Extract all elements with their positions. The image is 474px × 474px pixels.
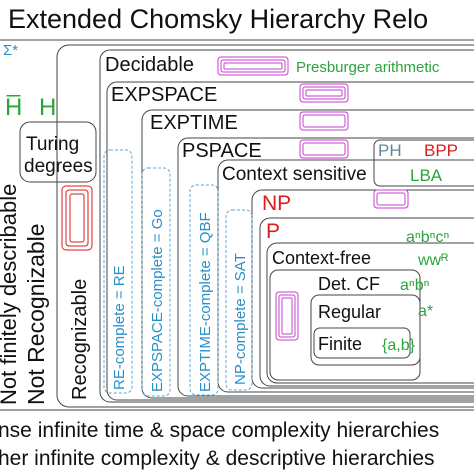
expspace-label: EXPSPACE bbox=[111, 84, 217, 106]
re-complete-label: RE-complete = RE bbox=[111, 265, 128, 390]
a-star-label: a* bbox=[418, 303, 433, 320]
decidable-label: Decidable bbox=[105, 54, 194, 76]
context-free-box bbox=[266, 242, 474, 384]
p-label: P bbox=[266, 220, 280, 243]
ph-label: PH bbox=[378, 141, 402, 160]
sigma-star-label: Σ* bbox=[3, 42, 18, 59]
not-finitely-describable-label: Not finitely describable bbox=[0, 184, 21, 405]
turing-degrees-box bbox=[19, 121, 97, 183]
wwr-label: wwᴿ bbox=[417, 252, 448, 269]
pspace-label: PSPACE bbox=[182, 140, 262, 162]
exptime-label: EXPTIME bbox=[150, 112, 238, 134]
np-label: NP bbox=[262, 192, 291, 215]
re-complete-box bbox=[103, 149, 133, 394]
footer-line-1: nse infinite time & space complexity hie… bbox=[0, 419, 439, 442]
stack-icon bbox=[61, 185, 93, 251]
pspace-complete-label: NP-complete = SAT bbox=[232, 253, 249, 385]
not-recognizable-label: Not Recognizable bbox=[23, 223, 49, 405]
ab-set-label: {a,b} bbox=[382, 337, 416, 354]
expspace-complete-box bbox=[141, 167, 171, 397]
recognizable-box bbox=[56, 44, 474, 408]
regular-label: Regular bbox=[318, 302, 381, 322]
context-free-label: Context-free bbox=[272, 248, 371, 268]
expspace-complete-label: EXPSPACE-complete = Go bbox=[149, 209, 166, 392]
det-cf-label: Det. CF bbox=[318, 274, 380, 294]
decidable-box bbox=[99, 49, 474, 403]
stack-icon bbox=[275, 291, 299, 341]
sigma-star-box bbox=[0, 39, 474, 411]
anbncn-label: aⁿbⁿcⁿ bbox=[406, 229, 449, 246]
expspace-box bbox=[106, 81, 474, 401]
lba-label: LBA bbox=[410, 166, 443, 185]
finite-box bbox=[313, 327, 411, 359]
pspace-box bbox=[177, 137, 474, 397]
h-label: H bbox=[39, 94, 56, 121]
turing-degrees-line2: degrees bbox=[24, 156, 93, 177]
regular-box bbox=[310, 294, 421, 366]
stack-icon bbox=[299, 111, 349, 131]
pspace-complete-box bbox=[225, 209, 253, 391]
stack-icon bbox=[299, 83, 349, 103]
presburger-label: Presburger arithmetic bbox=[296, 59, 440, 76]
context-sensitive-label: Context sensitive bbox=[222, 164, 367, 185]
exptime-complete-label: EXPTIME-complete = QBF bbox=[197, 212, 214, 392]
footer-line-2: her infinite complexity & descriptive hi… bbox=[0, 447, 435, 470]
anbn-label: aⁿbⁿ bbox=[400, 277, 430, 294]
exptime-complete-box bbox=[189, 184, 219, 396]
h-bar-label: H̅ bbox=[5, 94, 22, 121]
p-box bbox=[259, 217, 474, 387]
bpp-label: BPP bbox=[424, 141, 458, 160]
stack-icon bbox=[217, 56, 289, 76]
stack-icon bbox=[299, 139, 349, 159]
stack-icon bbox=[373, 189, 409, 209]
finite-label: Finite bbox=[318, 334, 362, 354]
turing-degrees-line1: Turing bbox=[26, 134, 79, 155]
ph-box bbox=[373, 139, 474, 187]
page-title: Extended Chomsky Hierarchy Relo bbox=[8, 4, 428, 34]
recognizable-label: Recognizable bbox=[69, 279, 91, 400]
